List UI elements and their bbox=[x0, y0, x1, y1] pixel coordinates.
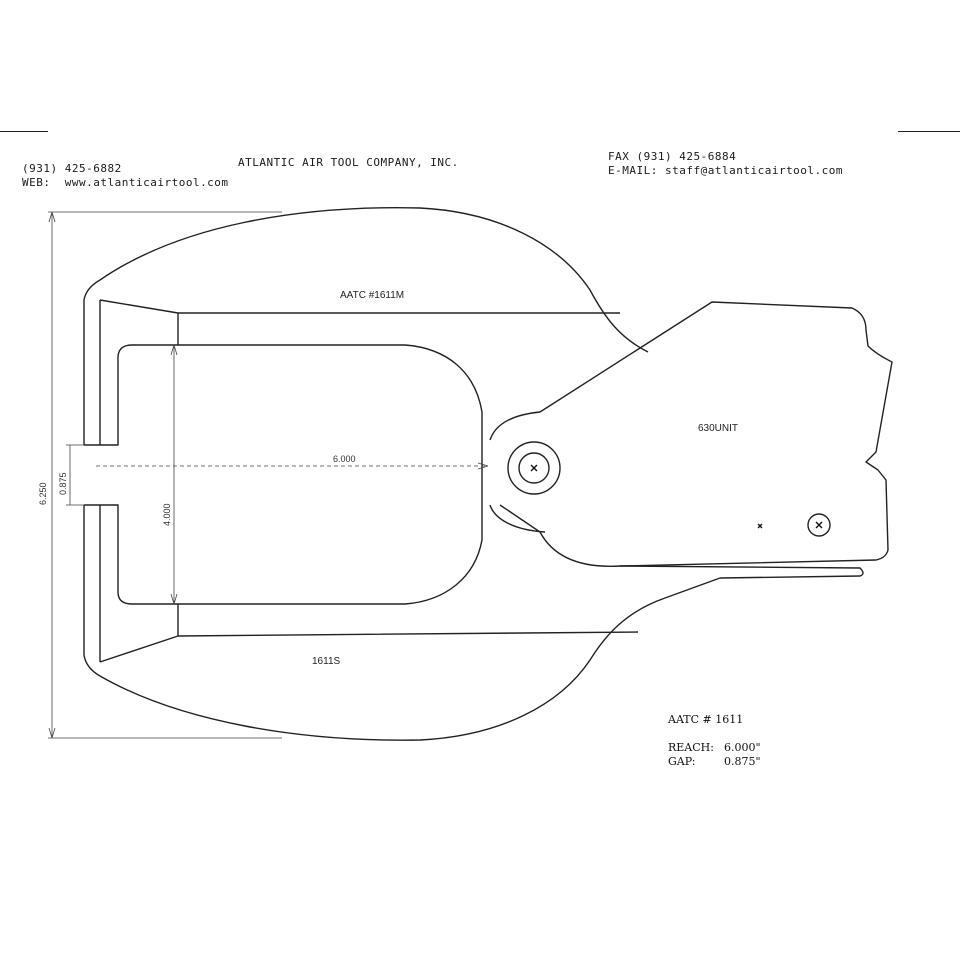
throat-height-arrows bbox=[170, 344, 178, 605]
overall-height-arrows bbox=[48, 211, 56, 739]
lower-arm-outline bbox=[83, 505, 721, 741]
header-phone: (931) 425-6882 bbox=[22, 162, 122, 175]
rear-pivot-cross-mark bbox=[815, 521, 823, 529]
gap-dim-line bbox=[66, 444, 84, 506]
rear-pivot-ring bbox=[807, 513, 831, 537]
unit-hole-mark bbox=[757, 523, 763, 529]
header-web: WEB: www.atlanticairtool.com bbox=[22, 176, 229, 189]
header-company: ATLANTIC AIR TOOL COMPANY, INC. bbox=[238, 156, 459, 169]
lower-arm-chamfer bbox=[99, 505, 639, 663]
overall-height-dim-line bbox=[48, 211, 282, 739]
spec-model: AATC # 1611 bbox=[668, 713, 744, 726]
pivot-outer-ring bbox=[507, 441, 561, 495]
upper-arm-outline bbox=[83, 207, 649, 445]
reach-dim-label: 6.000 bbox=[333, 454, 356, 464]
pivot-cross-mark bbox=[530, 464, 538, 472]
unit-label: 630UNIT bbox=[698, 423, 738, 434]
spec-gap-label: GAP: bbox=[668, 755, 696, 768]
header-email: E-MAIL: staff@atlanticairtool.com bbox=[608, 164, 844, 177]
top-rule-right bbox=[898, 131, 960, 132]
header-fax: FAX (931) 425-6884 bbox=[608, 150, 737, 163]
pivot-boss bbox=[489, 411, 546, 533]
overall-height-dim-label: 6.250 bbox=[38, 482, 48, 505]
upper-jaw-inner bbox=[84, 344, 483, 446]
gap-dim-label: 0.875 bbox=[58, 472, 68, 495]
spec-reach-value: 6.000" bbox=[724, 741, 761, 754]
top-rule-left bbox=[0, 131, 48, 132]
unit-lower-edge bbox=[619, 565, 864, 579]
spec-reach-label: REACH: bbox=[668, 741, 714, 754]
upper-arm-chamfer bbox=[99, 299, 620, 445]
spec-gap-value: 0.875" bbox=[724, 755, 761, 768]
reach-arrows bbox=[477, 462, 489, 470]
unit-body bbox=[499, 301, 893, 567]
lower-arm-label: 1611S bbox=[312, 656, 341, 667]
lower-jaw-inner bbox=[84, 504, 483, 605]
pivot-inner-ring bbox=[518, 452, 550, 484]
throat-height-dim-label: 4.000 bbox=[162, 503, 172, 526]
upper-arm-label: AATC #1611M bbox=[340, 290, 404, 301]
